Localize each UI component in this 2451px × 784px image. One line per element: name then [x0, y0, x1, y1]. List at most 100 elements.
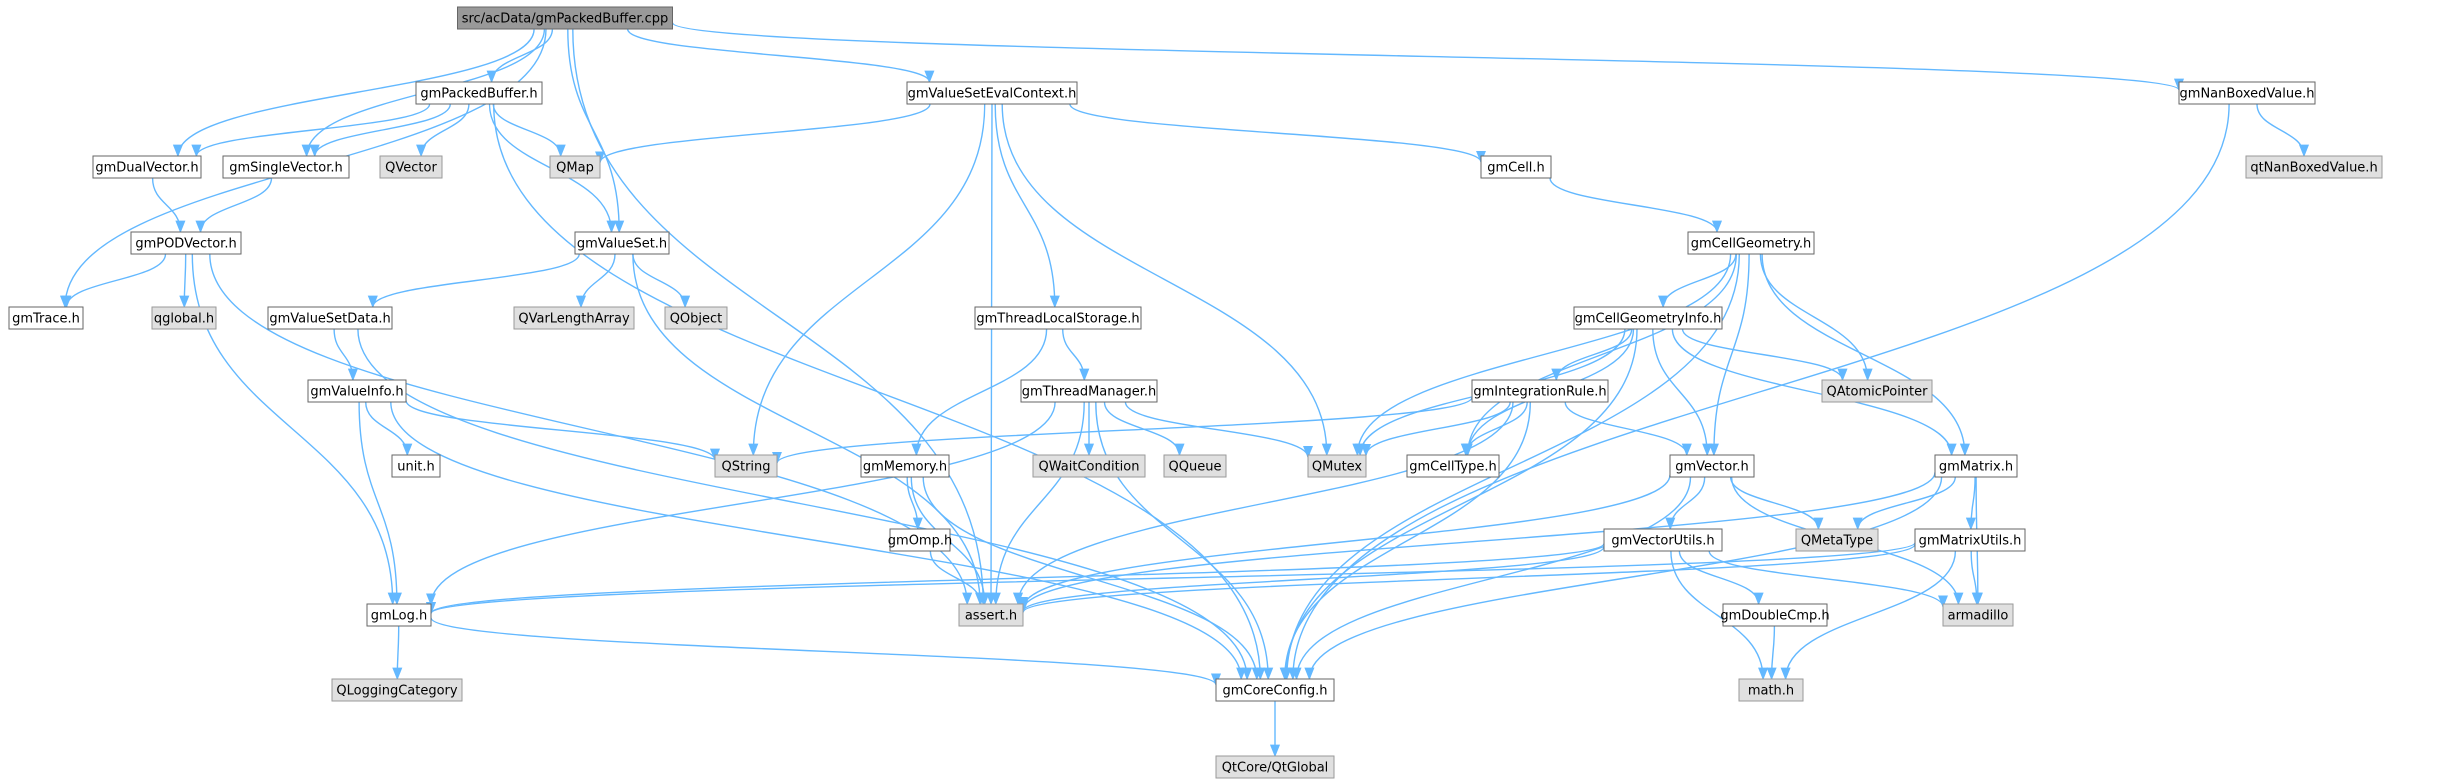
node-gmValueSet[interactable]: gmValueSet.h: [574, 231, 670, 255]
node-gmVectorUtils[interactable]: gmVectorUtils.h: [1603, 528, 1723, 552]
edge-gmPODVector-to-qglobal: [179, 253, 190, 309]
node-gmVector[interactable]: gmVector.h: [1669, 454, 1755, 478]
node-box: [1215, 678, 1335, 702]
edge-gmCellGeometryInfo-to-gmCoreConfig: [1280, 328, 1638, 681]
edge-gmValueSetEvalContext-to-gmThreadLocalStorage: [994, 103, 1060, 309]
edge-gmMemory-to-gmCoreConfig: [922, 476, 1262, 681]
node-gmMemory[interactable]: gmMemory.h: [860, 454, 950, 478]
node-gmMatrix[interactable]: gmMatrix.h: [1934, 454, 2018, 478]
node-gmCoreConfig[interactable]: gmCoreConfig.h: [1215, 678, 1335, 702]
node-gmValueInfo[interactable]: gmValueInfo.h: [307, 379, 407, 403]
node-gmValueSetData[interactable]: gmValueSetData.h: [267, 306, 393, 330]
node-gmMatrixUtils[interactable]: gmMatrixUtils.h: [1914, 528, 2026, 552]
node-box: [1795, 528, 1879, 552]
node-label: gmThreadLocalStorage.h: [976, 312, 1139, 327]
node-box: [151, 306, 217, 330]
node-label: QMutex: [1312, 460, 1363, 475]
node-box: [1471, 379, 1609, 403]
node-gmSingleVector[interactable]: gmSingleVector.h: [222, 155, 350, 179]
edge-gmVector-to-QMetaType: [1729, 476, 1824, 531]
edge-gmVectorUtils-to-gmDoubleCmp: [1678, 550, 1764, 606]
node-gmDualVector[interactable]: gmDualVector.h: [92, 155, 202, 179]
node-armadillo: armadillo: [1942, 603, 2014, 627]
node-box: [1914, 528, 2026, 552]
node-label: QString: [721, 460, 770, 475]
node-label: qglobal.h: [154, 312, 214, 327]
node-gmPODVector[interactable]: gmPODVector.h: [130, 231, 242, 255]
edge-gmValueSetData-to-gmValueInfo: [333, 328, 358, 382]
node-label: gmDualVector.h: [95, 161, 198, 176]
node-gmIntegrationRule[interactable]: gmIntegrationRule.h: [1471, 379, 1609, 403]
edge-gmValueSet-to-QObject: [632, 253, 691, 309]
node-gmThreadLocalStorage[interactable]: gmThreadLocalStorage.h: [974, 306, 1142, 330]
edge-gmValueSet-to-gmValueSetData: [367, 253, 580, 309]
node-gmCellType[interactable]: gmCellType.h: [1406, 454, 1500, 478]
edge-gmVectorUtils-to-assert: [1018, 546, 1605, 613]
edge-gmVectorUtils-to-gmLog: [426, 542, 1605, 615]
node-gmCellGeometry[interactable]: gmCellGeometry.h: [1687, 231, 1815, 255]
node-box: [130, 231, 242, 255]
edge-gmValueInfo-to-gmLog: [358, 401, 402, 606]
edge-root-to-gmNanBoxedValue: [671, 22, 2184, 92]
node-box: [1722, 603, 1828, 627]
node-label: gmCellGeometryInfo.h: [1575, 312, 1722, 327]
node-gmCellGeometryInfo[interactable]: gmCellGeometryInfo.h: [1573, 306, 1723, 330]
edge-gmThreadManager-to-assert: [990, 401, 1085, 606]
node-label: math.h: [1748, 684, 1794, 699]
node-qglobal: qglobal.h: [151, 306, 217, 330]
edge-gmVectorUtils-to-armadillo: [1708, 550, 1948, 608]
node-box: [1942, 603, 2014, 627]
node-QMetaType: QMetaType: [1795, 528, 1879, 552]
node-gmOmp[interactable]: gmOmp.h: [888, 528, 952, 552]
edge-gmCellGeometry-to-gmVector: [1708, 253, 1750, 457]
node-label: gmValueSetData.h: [269, 312, 390, 327]
edge-root-to-gmPackedBuffer: [486, 28, 554, 84]
node-box: [267, 306, 393, 330]
node-gmTrace[interactable]: gmTrace.h: [8, 306, 84, 330]
node-gmValueSetEvalContext[interactable]: gmValueSetEvalContext.h: [906, 81, 1078, 105]
edge-gmValueInfo-to-gmCoreConfig: [390, 401, 1247, 681]
node-root[interactable]: src/acData/gmPackedBuffer.cpp: [457, 6, 673, 30]
node-box: [1934, 454, 2018, 478]
node-QAtomicPointer: QAtomicPointer: [1821, 379, 1933, 403]
node-label: gmCell.h: [1487, 161, 1545, 176]
node-gmCell[interactable]: gmCell.h: [1480, 155, 1552, 179]
edge-gmPODVector-to-gmTrace: [61, 253, 167, 309]
edge-gmMatrixUtils-to-armadillo: [1970, 550, 1982, 606]
edge-gmIntegrationRule-to-QMutex: [1361, 401, 1511, 457]
edge-gmValueSetEvalContext-to-assert: [985, 103, 997, 606]
node-label: gmThreadManager.h: [1022, 385, 1157, 400]
edge-gmNanBoxedValue-to-gmCoreConfig: [1287, 103, 2230, 681]
node-label: unit.h: [397, 460, 435, 475]
node-box: [8, 306, 84, 330]
node-gmThreadManager[interactable]: gmThreadManager.h: [1020, 379, 1158, 403]
edge-gmValueSet-to-QVarLengthArray: [575, 253, 616, 309]
node-QMap: QMap: [549, 155, 601, 179]
edge-gmVector-to-gmVectorUtils: [1665, 476, 1706, 531]
node-label: gmCoreConfig.h: [1222, 684, 1327, 699]
node-label: gmMemory.h: [863, 460, 947, 475]
node-label: gmVectorUtils.h: [1611, 534, 1714, 549]
node-box: [664, 306, 728, 330]
node-label: gmCellGeometry.h: [1691, 237, 1812, 252]
edge-gmValueSet-to-assert: [632, 253, 986, 606]
node-unit[interactable]: unit.h: [391, 454, 441, 478]
node-box: [1307, 454, 1367, 478]
edge-gmThreadManager-to-gmCoreConfig: [1095, 401, 1274, 681]
edge-gmValueSetEvalContext-to-gmCell: [1069, 103, 1486, 164]
node-box: [379, 155, 443, 179]
node-label: assert.h: [965, 609, 1017, 624]
node-gmDoubleCmp[interactable]: gmDoubleCmp.h: [1720, 603, 1830, 627]
node-gmPackedBuffer[interactable]: gmPackedBuffer.h: [415, 81, 543, 105]
node-QVector: QVector: [379, 155, 443, 179]
node-label: QWaitCondition: [1039, 460, 1140, 475]
node-QString: QString: [714, 454, 778, 478]
node-label: gmPODVector.h: [135, 237, 236, 252]
edge-gmValueInfo-to-unit: [365, 401, 413, 457]
node-gmLog[interactable]: gmLog.h: [366, 603, 432, 627]
node-gmNanBoxedValue[interactable]: gmNanBoxedValue.h: [2178, 81, 2316, 105]
node-label: QtCore/QtGlobal: [1222, 761, 1329, 776]
node-box: [1020, 379, 1158, 403]
node-QObject: QObject: [664, 306, 728, 330]
edge-gmPackedBuffer-to-QVector: [416, 103, 470, 158]
